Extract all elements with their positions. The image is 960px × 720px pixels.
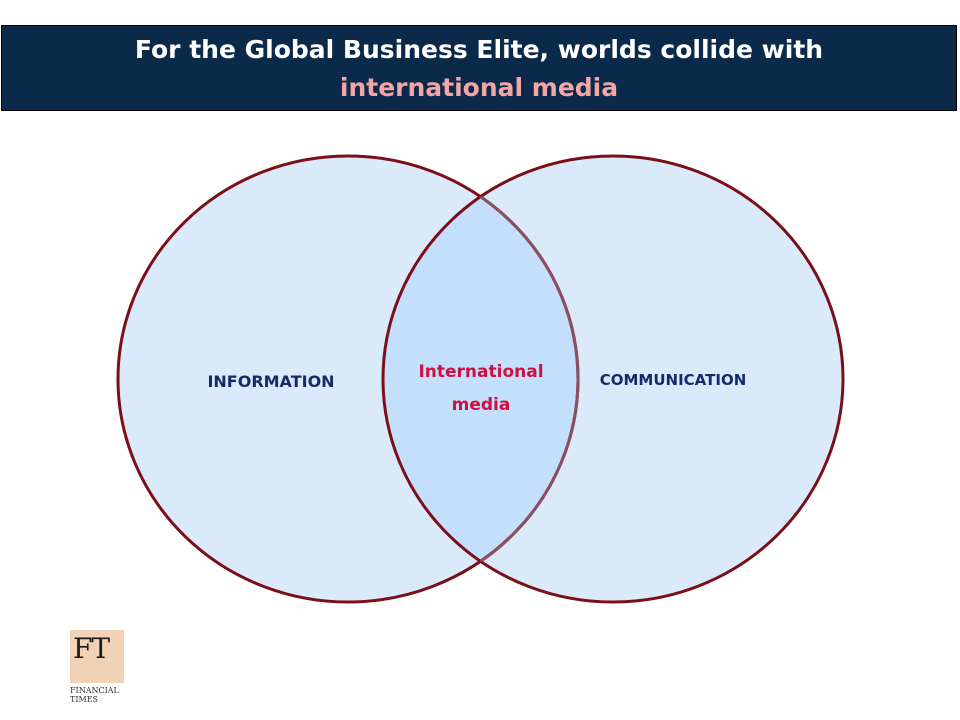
ft-logo-line-1: FINANCIAL (70, 686, 119, 695)
overlap-region (383, 156, 578, 602)
communication-label: COMMUNICATION (600, 371, 747, 389)
communication-circle-outline (381, 154, 845, 604)
overlap-label-line-2: media (452, 395, 511, 415)
ft-logo-line-2: TIMES (70, 695, 99, 704)
title-line-1: For the Global Business Elite, worlds co… (134, 35, 824, 64)
ft-logo-mark: FT (70, 630, 124, 683)
information-label: INFORMATION (207, 372, 334, 391)
overlap-outline (383, 156, 580, 602)
ft-logo-wordmark: FINANCIAL TIMES (70, 686, 140, 704)
title-banner: For the Global Business Elite, worlds co… (1, 25, 957, 111)
title-line-2: international media (339, 73, 619, 102)
overlap-label-line-1: International (418, 362, 543, 382)
financial-times-logo: FT FINANCIAL TIMES (70, 630, 126, 708)
